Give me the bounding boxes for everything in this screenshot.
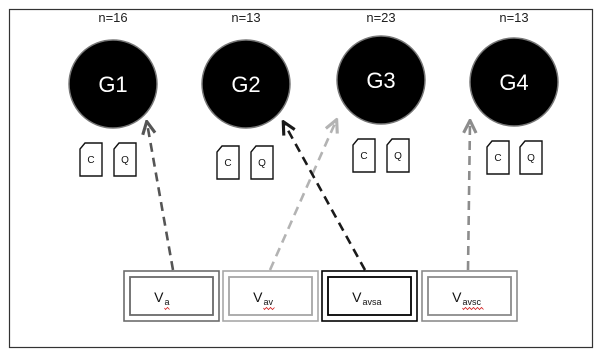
arrow-v2-to-g2 [284, 123, 367, 271]
variant-inner-border [129, 276, 214, 316]
group-count: n=13 [231, 10, 260, 25]
variant-subscript: avsa [363, 297, 382, 307]
card-c: C [352, 138, 376, 173]
variant-outer-border [222, 270, 319, 322]
card-shape [352, 138, 376, 173]
arrow-v0-to-g1 [147, 123, 175, 271]
variant-outer-border [321, 270, 418, 322]
group-label: G4 [499, 70, 528, 95]
card-letter: C [87, 155, 94, 166]
spellcheck-underline [164, 306, 170, 311]
card-shape [250, 145, 274, 180]
arrows-layer [147, 121, 470, 271]
card-c: C [486, 140, 510, 175]
card-letter: Q [121, 155, 129, 166]
group-label: G3 [366, 68, 395, 93]
card-letter: C [494, 153, 501, 164]
card-letter: Q [527, 153, 535, 164]
card-letter: Q [258, 158, 266, 169]
group-label: G1 [98, 72, 127, 97]
group-count: n=23 [366, 10, 395, 25]
card-shape [386, 138, 410, 173]
variant-subscript: av [264, 297, 274, 307]
card-letter: C [224, 158, 231, 169]
variant-symbol: V [352, 289, 362, 305]
group-count: n=13 [499, 10, 528, 25]
card-letter: C [360, 151, 367, 162]
group-circle [336, 35, 426, 125]
spellcheck-underline [263, 306, 275, 311]
variant-symbol: V [154, 289, 164, 305]
card-shape [79, 142, 103, 177]
card-q: Q [519, 140, 543, 175]
variant-inner-border [327, 276, 412, 316]
variant-symbol: V [452, 289, 462, 305]
card-shape [216, 145, 240, 180]
card-shape [519, 140, 543, 175]
card-shape [486, 140, 510, 175]
card-letter: Q [394, 151, 402, 162]
variant-outer-border [123, 270, 220, 322]
group-count: n=16 [98, 10, 127, 25]
card-q: Q [113, 142, 137, 177]
variant-inner-border [427, 276, 512, 316]
spellcheck-underline [462, 306, 484, 311]
variant-subscript: avsc [463, 297, 482, 307]
group-circle [201, 39, 291, 129]
card-q: Q [386, 138, 410, 173]
variant-outer-border [421, 270, 518, 322]
group-label: G2 [231, 72, 260, 97]
group-circle [68, 39, 158, 129]
group-circle [469, 37, 559, 127]
card-shape [113, 142, 137, 177]
card-q: Q [250, 145, 274, 180]
arrow-v1-to-g3 [268, 121, 336, 271]
arrow-v3-to-g4 [468, 122, 470, 271]
card-c: C [216, 145, 240, 180]
variant-inner-border [228, 276, 313, 316]
variant-symbol: V [253, 289, 263, 305]
variant-subscript: a [165, 297, 170, 307]
card-c: C [79, 142, 103, 177]
